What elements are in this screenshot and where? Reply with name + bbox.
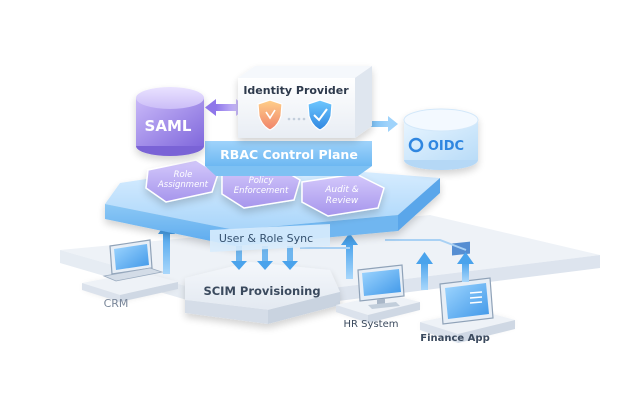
module-audit-review-line1: Audit & [324,185,358,195]
monitor-icon [357,264,405,309]
finance-app-label: Finance App [420,333,490,344]
oidc-label: OIDC [428,139,464,154]
oidc-logo-icon [408,137,424,153]
module-audit-review-line2: Review [326,196,359,206]
module-policy-enforcement-line1: Policy [249,176,275,186]
sync-down-arrows [231,246,298,270]
user-role-sync-label: User & Role Sync [219,232,313,245]
hr-up-arrow-icon [341,233,358,279]
saml-label: SAML [145,117,192,135]
crm-node [82,239,178,302]
shield-check-icon [307,99,333,131]
connector-lines [300,239,467,251]
module-policy-enforcement-line2: Enforcement [234,186,289,196]
hr-system-label: HR System [344,319,399,330]
module-role-assignment [145,159,219,203]
saml-cylinder [136,87,204,156]
server-indicator-dots [287,117,306,121]
shield-warning-icon [257,99,283,131]
user-role-sync-band [210,224,330,252]
module-role-assignment-line2: Assignment [157,180,209,190]
identity-provider-box [238,66,372,138]
finance-up-arrow-icon [457,252,474,282]
down-arrow-icon [231,246,247,270]
down-arrow-icon [257,246,273,270]
hr-system-node [336,264,420,323]
laptop-icon [102,239,164,282]
identity-provider-label: Identity Provider [243,84,349,97]
rbac-control-plane-title: RBAC Control Plane [220,147,358,162]
rbac-banner [205,141,372,176]
scim-provisioning-block [185,262,340,324]
scim-provisioning-label: SCIM Provisioning [203,284,320,298]
finance-up-arrow-icon [416,252,433,290]
module-role-assignment-line1: Role [174,170,193,180]
crm-label: CRM [104,297,129,310]
down-arrow-icon [282,246,298,270]
